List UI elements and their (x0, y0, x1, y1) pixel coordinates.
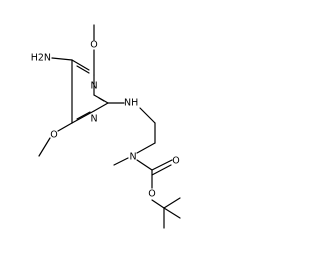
bond-ncarb-methyl (113, 157, 129, 166)
bond-ch2-ncarb (136, 142, 156, 154)
amine-label: H2N (31, 53, 51, 64)
bond-ncarb-carbonyl (136, 159, 153, 171)
carbamate-n-label: N (129, 152, 136, 163)
bond-carbonyl-o-1 (151, 159, 173, 171)
bond-c5-nh2 (51, 57, 73, 61)
ring-bond-c2-n1 (93, 102, 109, 112)
methoxy-o-top-label: O (90, 40, 97, 51)
ring-double-bond-inner-lower (76, 111, 91, 120)
structure-canvas: H2N O O N N NH N O O (30, 24, 181, 229)
bond-oester-tbu (151, 199, 165, 209)
ring-n-lower-label: N (90, 114, 97, 125)
ring-bond-c5-c4 (71, 59, 90, 71)
bond-tbu-methyl-1 (163, 197, 181, 209)
bond-tbu-methyl-2 (163, 207, 181, 219)
bond-o-bottom-methyl (38, 137, 51, 157)
ester-o-label: O (148, 189, 155, 200)
ring-double-bond-inner-upper (76, 65, 90, 74)
secondary-amine-label: NH (124, 98, 138, 109)
bond-carbonyl-o-2 (151, 164, 172, 176)
ring-n-upper-label: N (90, 81, 97, 92)
chemical-structure-diagram: H2N O O N N NH N O O (31, 24, 181, 229)
carbonyl-o-label: O (172, 156, 179, 167)
bond-c6-o-bottom (57, 122, 73, 132)
methoxy-o-bottom-label: O (50, 130, 57, 141)
ring-bond-n1-c6 (71, 110, 95, 124)
bond-nh-ch2 (139, 107, 156, 124)
ring-double-bond-inner-right (98, 97, 105, 102)
